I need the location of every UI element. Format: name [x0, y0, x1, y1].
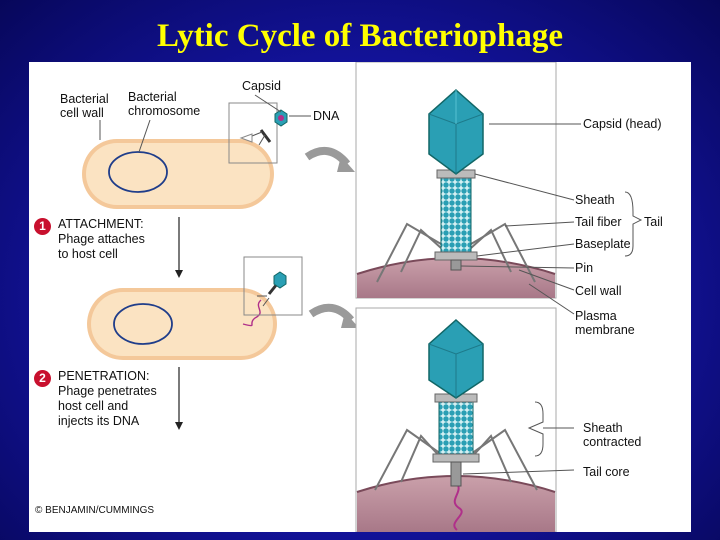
slide-title: Lytic Cycle of Bacteriophage [157, 18, 563, 54]
capsid-pointer [254, 94, 282, 113]
label-bacterial-cell-wall: Bacterial cell wall [60, 92, 109, 120]
label-capsid-head: Capsid (head) [583, 117, 662, 131]
step-1-heading: ATTACHMENT: [58, 217, 144, 231]
step-1-badge: 1 [34, 218, 51, 235]
label-baseplate: Baseplate [575, 237, 631, 251]
bacterial-cell-2 [87, 288, 277, 360]
small-phage-2 [243, 256, 303, 316]
step-2-heading: PENETRATION: [58, 369, 150, 383]
label-bacterial-chromosome: Bacterial chromosome [128, 90, 201, 118]
step-2-badge: 2 [34, 370, 51, 387]
small-phage-1 [228, 102, 288, 164]
label-sheath: Sheath [575, 193, 615, 207]
chromosome-pointer [138, 119, 151, 153]
phage-detail-attached [355, 62, 557, 299]
label-dna: DNA [313, 109, 340, 123]
phage-detail-penetrating [355, 307, 557, 532]
right-pointers [460, 123, 643, 475]
bacterial-cell-1 [82, 139, 274, 209]
label-cell-wall: Cell wall [575, 284, 622, 298]
bacterial-chromosome-2 [113, 303, 173, 345]
step-2-text: Phage penetrates host cell and injects i… [58, 384, 157, 428]
label-plasma-membrane: Plasma membrane [575, 309, 635, 337]
lytic-cycle-diagram [82, 62, 643, 532]
label-capsid: Capsid [242, 79, 281, 93]
label-sheath-contracted: Sheath contracted [583, 421, 642, 449]
label-tail-fiber: Tail fiber [575, 215, 622, 229]
diagram-panel: Bacterial cell wall Bacterial chromosome… [29, 62, 691, 532]
copyright: © BENJAMIN/CUMMINGS [35, 505, 155, 516]
label-tail-core: Tail core [583, 465, 630, 479]
bacterial-chromosome-1 [108, 151, 168, 193]
label-pin: Pin [575, 261, 594, 275]
step-1-text: Phage attaches to host cell [58, 232, 145, 261]
label-tail: Tail [644, 215, 663, 229]
